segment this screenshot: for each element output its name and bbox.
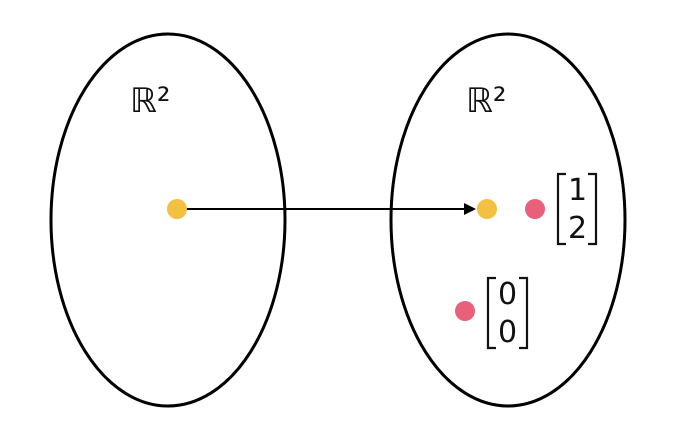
codomain-set-ellipse <box>389 32 627 408</box>
vector-1-top-entry: 1 <box>568 173 587 208</box>
vector-2-bottom-entry: 0 <box>498 315 517 350</box>
domain-set-ellipse <box>49 32 287 408</box>
left-bracket <box>486 276 496 350</box>
vector-point-0-0 <box>455 301 475 321</box>
domain-set-label: ℝ² <box>130 81 171 121</box>
vector-point-1-2 <box>525 199 545 219</box>
vector-label-1-2: 1 2 <box>556 172 598 246</box>
vector-1-bottom-entry: 2 <box>568 211 587 246</box>
image-point <box>477 199 497 219</box>
vector-label-0-0: 0 0 <box>486 276 529 350</box>
right-bracket <box>519 276 529 350</box>
vector-2-top-entry: 0 <box>498 277 517 312</box>
codomain-set-label: ℝ² <box>466 81 507 121</box>
left-bracket <box>556 172 566 246</box>
right-bracket <box>588 172 598 246</box>
source-point <box>167 199 187 219</box>
